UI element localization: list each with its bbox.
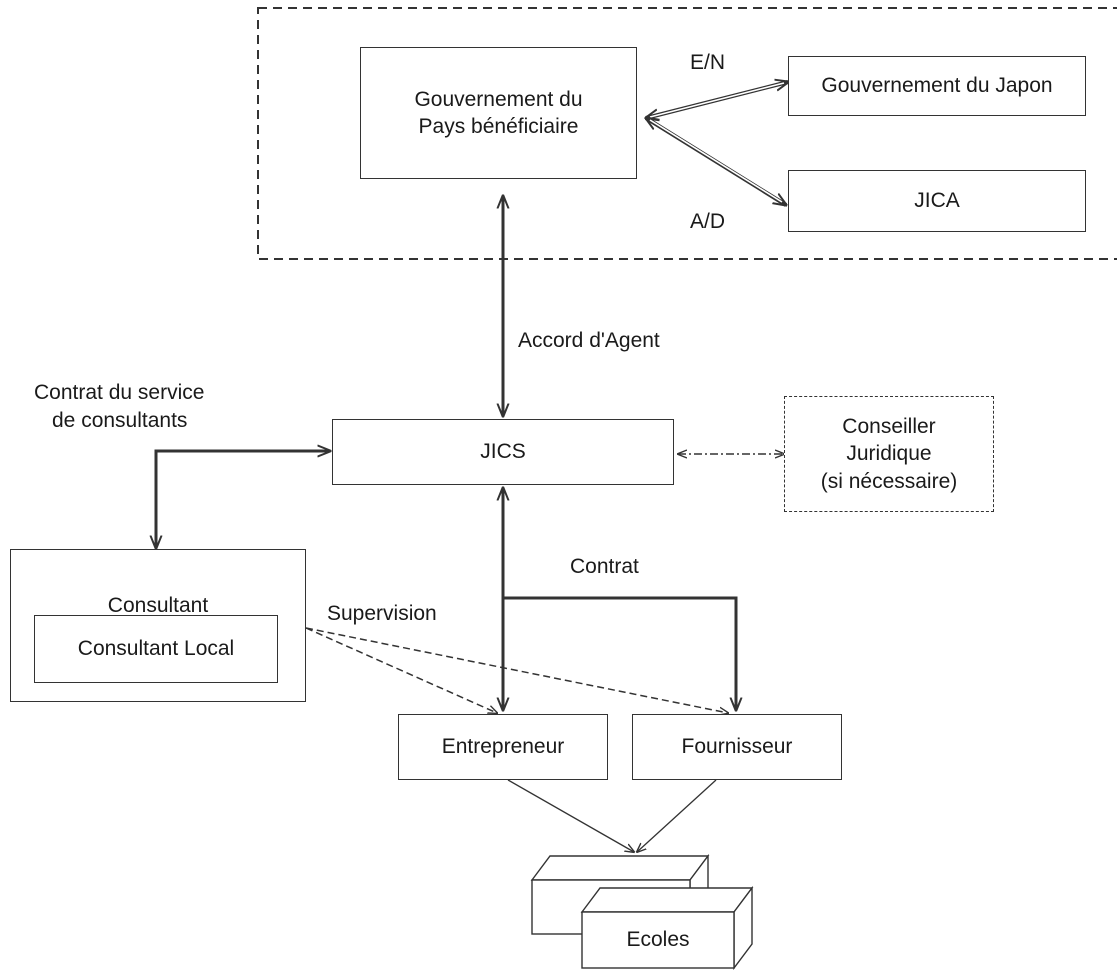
contractor-schools-arrow bbox=[507, 779, 634, 852]
government-region-frame bbox=[257, 7, 1117, 260]
en-arrow-inner bbox=[649, 82, 785, 118]
contractor-label: Entrepreneur bbox=[441, 735, 565, 759]
contract-supplier-line bbox=[503, 596, 736, 710]
supervision-arrow-supplier bbox=[305, 627, 728, 713]
supplier-schools-arrow bbox=[637, 779, 717, 852]
supervision-label: Supervision bbox=[327, 602, 437, 625]
legal-advisor-node: Conseiller Juridique (si nécessaire) bbox=[784, 396, 994, 512]
local-consultant-node: Consultant Local bbox=[34, 615, 278, 683]
legal-advisor-line3: (si nécessaire) bbox=[820, 469, 958, 493]
contract-label: Contrat bbox=[570, 555, 639, 578]
consultant-contract-label-line2: de consultants bbox=[52, 409, 188, 432]
consultant-contract-arrow bbox=[156, 451, 330, 548]
jics-label: JICS bbox=[480, 440, 526, 464]
legal-advisor-line1: Conseiller bbox=[842, 415, 936, 439]
ad-label: A/D bbox=[690, 210, 726, 233]
jica-node: JICA bbox=[788, 170, 1086, 232]
supplier-node: Fournisseur bbox=[632, 714, 842, 780]
schools-icon bbox=[530, 853, 754, 971]
beneficiary-government-line2: Pays bénéficiaire bbox=[418, 115, 579, 138]
schools-label: Ecoles bbox=[626, 928, 690, 951]
jica-label: JICA bbox=[914, 189, 960, 213]
beneficiary-government-node: Gouvernement du Pays bénéficiaire bbox=[360, 47, 637, 179]
japan-government-label: Gouvernement du Japon bbox=[821, 74, 1053, 98]
jics-node: JICS bbox=[332, 419, 674, 485]
agent-agreement-label: Accord d'Agent bbox=[518, 329, 660, 352]
consultant-label: Consultant bbox=[107, 594, 209, 617]
japan-government-node: Gouvernement du Japon bbox=[788, 56, 1086, 116]
ad-arrow-inner bbox=[649, 119, 783, 203]
supervision-arrow-contractor bbox=[305, 627, 497, 713]
en-label: E/N bbox=[690, 51, 726, 74]
legal-advisor-line2: Juridique bbox=[846, 442, 932, 466]
consultant-contract-label-line1: Contrat du service bbox=[34, 381, 205, 404]
supplier-label: Fournisseur bbox=[681, 735, 793, 759]
beneficiary-government-line1: Gouvernement du bbox=[414, 87, 583, 111]
local-consultant-label: Consultant Local bbox=[77, 637, 235, 661]
contractor-node: Entrepreneur bbox=[398, 714, 608, 780]
